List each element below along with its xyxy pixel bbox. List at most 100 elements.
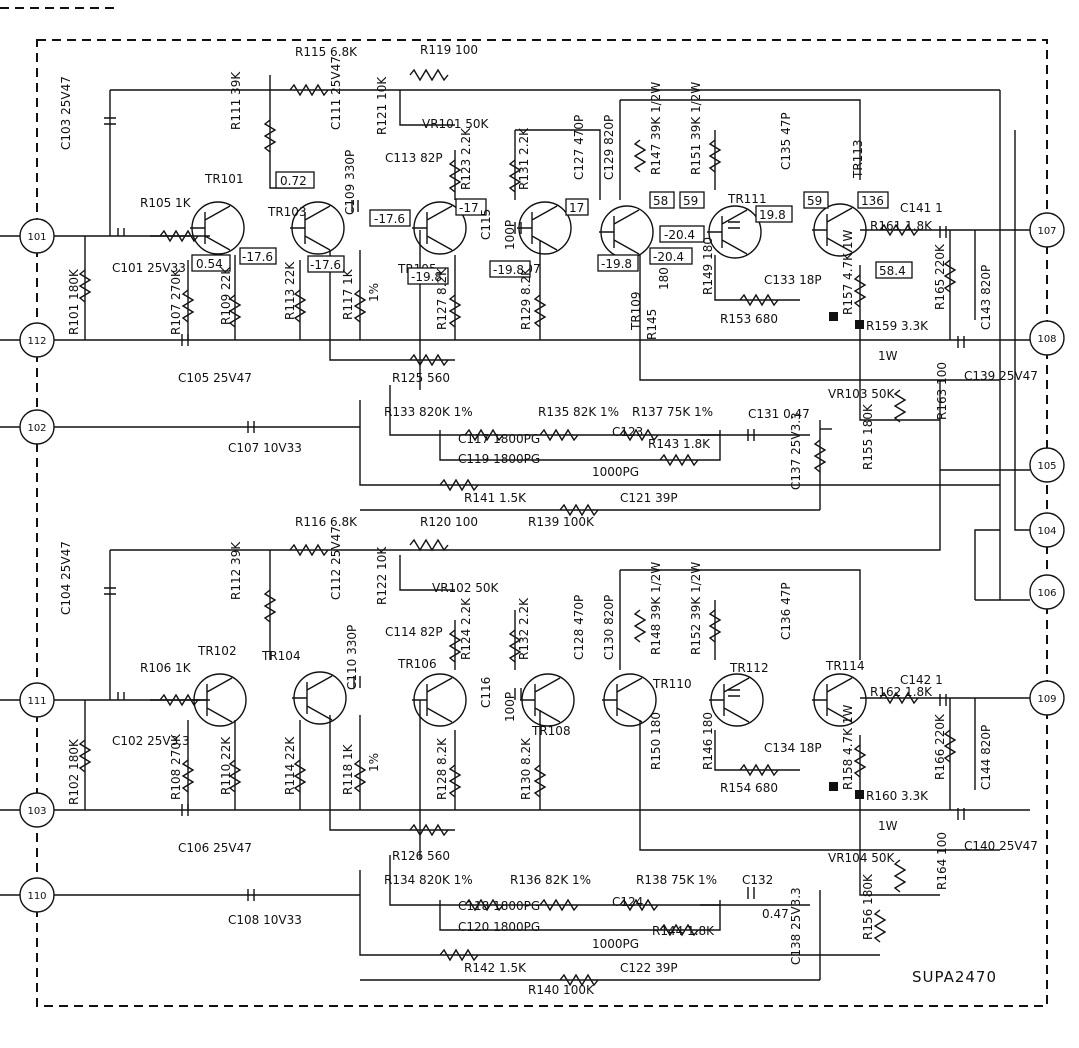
svg-text:17: 17 (569, 201, 584, 215)
svg-text:R116 6.8K: R116 6.8K (295, 515, 358, 529)
svg-text:R155 180K: R155 180K (861, 403, 875, 470)
svg-text:R108 270K: R108 270K (169, 733, 183, 800)
svg-text:R122 10K: R122 10K (375, 546, 389, 605)
transistor-symbol-tr102 (192, 673, 247, 727)
voltage-box-14: 59 (679, 191, 705, 209)
svg-text:C124: C124 (612, 895, 643, 909)
svg-text:C140 25V47: C140 25V47 (964, 839, 1038, 853)
svg-text:VR102 50K: VR102 50K (432, 581, 500, 595)
svg-text:R157 4.7K 1W: R157 4.7K 1W (841, 230, 855, 315)
svg-text:103: 103 (27, 806, 46, 817)
svg-text:C112 25V47: C112 25V47 (329, 526, 343, 600)
svg-text:R159 3.3K: R159 3.3K (866, 319, 929, 333)
terminal-101: 101 (19, 218, 55, 254)
svg-text:136: 136 (861, 194, 884, 208)
svg-text:R112 39K: R112 39K (229, 541, 243, 600)
transistor-symbol-tr104 (292, 671, 347, 725)
svg-text:C132: C132 (742, 873, 773, 887)
label-tr111: TR111 (727, 192, 767, 206)
svg-text:0.72: 0.72 (280, 174, 307, 188)
label-tr108: TR108 (531, 724, 571, 738)
voltage-box-18: 58.4 (875, 261, 913, 279)
svg-text:-17.6: -17.6 (242, 250, 273, 264)
label-tr112: TR112 (729, 661, 769, 675)
svg-text:R130 8.2K: R130 8.2K (519, 737, 533, 800)
svg-text:R161 1.8K: R161 1.8K (870, 219, 933, 233)
voltage-box-3: -17.6 (307, 255, 345, 273)
svg-text:R135 82K 1%: R135 82K 1% (538, 405, 619, 419)
svg-text:R151 39K 1/2W: R151 39K 1/2W (689, 82, 703, 175)
svg-text:R158 4.7K 1W: R158 4.7K 1W (841, 705, 855, 790)
label-tr104: TR104 (261, 649, 301, 663)
voltage-box-12: -20.4 (649, 247, 693, 265)
svg-text:C138 25V3.3: C138 25V3.3 (789, 887, 803, 965)
svg-text:R139 100K: R139 100K (528, 515, 595, 529)
svg-text:R107 270K: R107 270K (169, 268, 183, 335)
svg-text:C142 1: C142 1 (900, 673, 943, 687)
svg-text:R153 680: R153 680 (720, 312, 778, 326)
channel-2-wiring (0, 470, 1030, 981)
svg-text:R134 820K 1%: R134 820K 1% (384, 873, 473, 887)
voltage-box-6: -17 (455, 198, 487, 216)
svg-text:C128 470P: C128 470P (572, 595, 586, 660)
label-tr102: TR102 (197, 644, 237, 658)
svg-text:R146 180: R146 180 (701, 712, 715, 770)
svg-text:R152 39K 1/2W: R152 39K 1/2W (689, 562, 703, 655)
svg-text:C109 330P: C109 330P (343, 150, 357, 215)
label-tr106: TR106 (397, 657, 437, 671)
voltage-box-11: -20.4 (659, 225, 705, 243)
svg-text:-17.6: -17.6 (374, 212, 405, 226)
svg-text:C111 25V47: C111 25V47 (329, 56, 343, 130)
transistor-symbol-tr111 (707, 205, 762, 259)
voltage-box-15: 19.8 (755, 205, 793, 223)
svg-text:C127 470P: C127 470P (572, 115, 586, 180)
svg-text:0.54: 0.54 (196, 257, 223, 271)
voltage-box-16: 59 (803, 191, 829, 209)
svg-text:-17: -17 (459, 201, 479, 215)
terminal-110: 110 (19, 877, 55, 913)
svg-text:102: 102 (27, 423, 46, 434)
svg-text:180: 180 (657, 267, 671, 290)
svg-text:C136 47P: C136 47P (779, 582, 793, 640)
svg-text:107: 107 (1037, 226, 1056, 237)
svg-text:C129 820P: C129 820P (602, 115, 616, 180)
svg-text:R128 8.2K: R128 8.2K (435, 737, 449, 800)
svg-text:R120 100: R120 100 (420, 515, 478, 529)
voltage-box-1: 0.72 (275, 171, 315, 189)
svg-text:100P: 100P (503, 692, 517, 722)
svg-text:C101 25V33: C101 25V33 (112, 261, 186, 275)
svg-text:R111 39K: R111 39K (229, 71, 243, 130)
svg-text:C106 25V47: C106 25V47 (178, 841, 252, 855)
svg-text:R165 220K: R165 220K (933, 243, 947, 310)
svg-text:C144 820P: C144 820P (979, 725, 993, 790)
svg-text:C120 1800PG: C120 1800PG (458, 920, 540, 934)
svg-text:R163 100: R163 100 (935, 362, 949, 420)
svg-text:R141 1.5K: R141 1.5K (464, 491, 527, 505)
svg-text:R119 100: R119 100 (420, 43, 478, 57)
svg-text:R133 820K 1%: R133 820K 1% (384, 405, 473, 419)
svg-text:C141 1: C141 1 (900, 201, 943, 215)
svg-text:109: 109 (1037, 694, 1056, 705)
voltage-boxes: 0.72 -17.6 -17.6 -17.6 0.54 -17 -19.8 -1… (191, 171, 913, 285)
voltage-box-9: 17 (565, 198, 589, 216)
svg-text:C122 39P: C122 39P (620, 961, 678, 975)
label-tr110: TR110 (652, 677, 692, 691)
terminal-109: 109 (1029, 680, 1065, 716)
svg-text:R149 180: R149 180 (701, 237, 715, 295)
svg-text:C133 18P: C133 18P (764, 273, 822, 287)
svg-text:R154 680: R154 680 (720, 781, 778, 795)
label-tr113: TR113 (851, 139, 865, 179)
transistor-symbol-tr109 (599, 205, 654, 259)
svg-text:1000PG: 1000PG (592, 465, 639, 479)
svg-text:R136 82K 1%: R136 82K 1% (510, 873, 591, 887)
svg-text:101: 101 (27, 232, 46, 243)
svg-text:R143 1.8K: R143 1.8K (648, 437, 711, 451)
svg-text:R105 1K: R105 1K (140, 196, 192, 210)
svg-text:R106 1K: R106 1K (140, 661, 192, 675)
svg-text:-20.4: -20.4 (653, 250, 684, 264)
svg-text:R160 3.3K: R160 3.3K (866, 789, 929, 803)
svg-text:-20.4: -20.4 (664, 228, 695, 242)
voltage-box-8: -19.8 (489, 260, 531, 278)
transistor-symbol-tr107 (517, 201, 572, 255)
